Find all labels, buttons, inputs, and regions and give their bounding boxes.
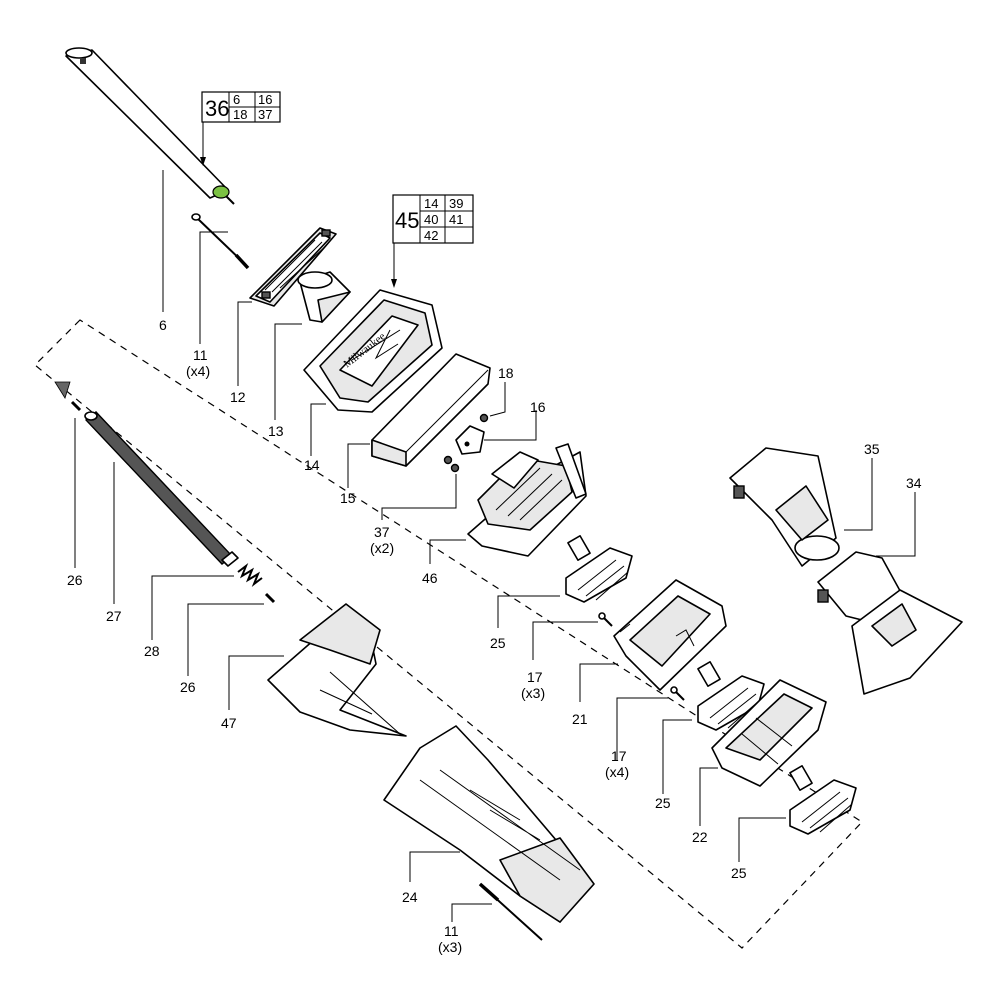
label-part-25b: 25 bbox=[655, 795, 671, 811]
kit-36-number: 36 bbox=[205, 96, 229, 121]
part-25-fan-b bbox=[697, 661, 765, 731]
label-part-18: 18 bbox=[498, 365, 514, 381]
label-part-17-qty: (x3) bbox=[521, 685, 545, 701]
label-part-46: 46 bbox=[422, 570, 438, 586]
label-part-35: 35 bbox=[864, 441, 880, 457]
part-34-battery-nozzle bbox=[817, 551, 963, 695]
label-part-37-qty: (x2) bbox=[370, 540, 394, 556]
part-17-screw-b bbox=[670, 686, 685, 701]
part-13-insert bbox=[297, 271, 351, 323]
label-part-17: 17 bbox=[527, 669, 543, 685]
label-part-25c: 25 bbox=[731, 865, 747, 881]
kit-36-cell: 18 bbox=[233, 107, 247, 122]
kit-45-cell: 42 bbox=[424, 228, 438, 243]
kit-45-cell: 14 bbox=[424, 196, 438, 211]
part-11-screw-lower bbox=[478, 882, 543, 941]
label-part-28: 28 bbox=[144, 643, 160, 659]
part-24-long-nozzle bbox=[383, 725, 595, 923]
kit-45-cell: 39 bbox=[449, 196, 463, 211]
label-part-17b: 17 bbox=[611, 748, 627, 764]
label-part-37: 37 bbox=[374, 524, 390, 540]
label-part-11-qty: (x4) bbox=[186, 363, 210, 379]
part-28-spring bbox=[237, 563, 263, 587]
part-21-cage bbox=[613, 579, 727, 691]
label-part-11b: 11 bbox=[444, 923, 459, 939]
part-27-rod bbox=[84, 411, 239, 567]
label-part-13: 13 bbox=[268, 423, 284, 439]
label-part-15: 15 bbox=[340, 490, 356, 506]
kit-36-cell: 37 bbox=[258, 107, 272, 122]
label-part-24: 24 bbox=[402, 889, 418, 905]
label-part-26: 26 bbox=[67, 572, 83, 588]
part-26-ring-a bbox=[70, 400, 82, 412]
label-part-16: 16 bbox=[530, 399, 546, 415]
kit-45-cell: 40 bbox=[424, 212, 438, 227]
part-15-pad bbox=[371, 353, 491, 467]
part-6-tube bbox=[65, 47, 235, 205]
part-26-ring-b bbox=[264, 592, 276, 604]
part-14-housing: Milwaukee bbox=[303, 289, 443, 413]
label-part-11: 11 bbox=[193, 347, 208, 363]
part-25-fan-a bbox=[565, 535, 633, 603]
kit-36-box: 36 6 16 18 37 bbox=[200, 91, 281, 166]
label-part-21: 21 bbox=[572, 711, 588, 727]
part-12-bracket bbox=[249, 227, 337, 307]
part-17-screw-a bbox=[598, 612, 613, 627]
part-11-screw bbox=[191, 213, 250, 270]
indicator-arrow-icon bbox=[54, 381, 71, 399]
label-part-17b-qty: (x4) bbox=[605, 764, 629, 780]
label-part-34: 34 bbox=[906, 475, 922, 491]
part-25-fan-c bbox=[789, 765, 857, 835]
kit-45-cell: 41 bbox=[449, 212, 463, 227]
part-16-clip bbox=[455, 425, 485, 455]
label-part-25: 25 bbox=[490, 635, 506, 651]
label-part-26b: 26 bbox=[180, 679, 196, 695]
label-part-22: 22 bbox=[692, 829, 708, 845]
subassembly-boundary bbox=[34, 319, 863, 949]
label-part-47: 47 bbox=[221, 715, 237, 731]
part-18-nut bbox=[479, 413, 489, 423]
kit-36-cell: 16 bbox=[258, 92, 272, 107]
leader-lines bbox=[74, 170, 916, 922]
label-part-12: 12 bbox=[230, 389, 246, 405]
kit-36-cell: 6 bbox=[233, 92, 240, 107]
part-37-nuts bbox=[443, 455, 460, 473]
part-46-motor-housing bbox=[467, 443, 587, 557]
part-47-nozzle bbox=[267, 603, 407, 737]
label-part-6: 6 bbox=[159, 317, 167, 333]
label-part-14: 14 bbox=[304, 457, 320, 473]
kit-45-number: 45 bbox=[395, 208, 419, 233]
label-part-27: 27 bbox=[106, 608, 122, 624]
part-22-shroud bbox=[711, 679, 827, 787]
label-part-11b-qty: (x3) bbox=[438, 939, 462, 955]
kit-45-box: 45 14 39 40 41 42 bbox=[391, 194, 474, 288]
part-35-battery bbox=[729, 447, 840, 567]
